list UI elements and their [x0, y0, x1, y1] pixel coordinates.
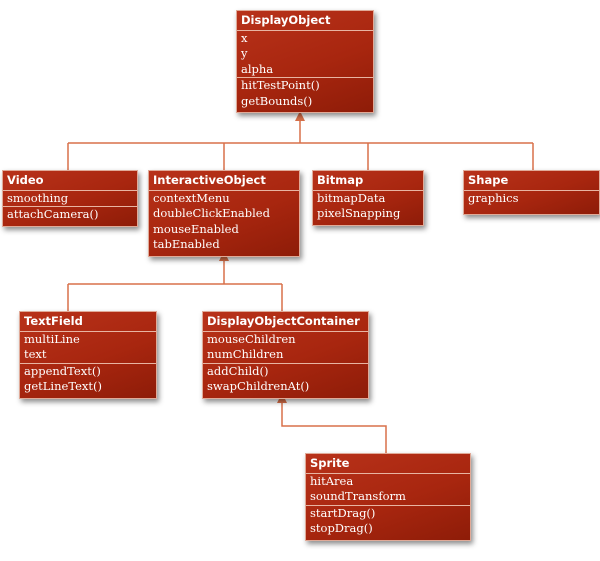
methods-section: addChild() swapChildrenAt(): [203, 362, 368, 398]
properties-section: multiLine text: [20, 332, 156, 363]
connector-interactiveobject-children: [67, 260, 283, 311]
properties-section: bitmapData pixelSnapping: [313, 191, 423, 225]
property: hitArea: [310, 473, 354, 488]
class-box-displayobject: DisplayObject x y alpha hitTestPoint() g…: [236, 10, 374, 113]
class-name: Shape: [464, 171, 599, 191]
methods-section: attachCamera(): [3, 206, 137, 226]
connector-container-sprite: [281, 402, 387, 453]
method: hitTestPoint(): [241, 78, 320, 92]
properties-section: contextMenu doubleClickEnabled mouseEnab…: [149, 191, 299, 256]
method: getBounds(): [241, 93, 313, 108]
property: text: [24, 347, 47, 361]
property: smoothing: [7, 190, 69, 205]
class-box-displayobjectcontainer: DisplayObjectContainer mouseChildren num…: [202, 311, 369, 399]
property: doubleClickEnabled: [153, 206, 270, 220]
class-name: InteractiveObject: [149, 171, 299, 191]
properties-section: hitArea soundTransform: [306, 474, 470, 505]
methods-section: startDrag() stopDrag(): [306, 504, 470, 540]
property: mouseChildren: [207, 331, 296, 346]
method: getLineText(): [24, 379, 102, 393]
class-name: TextField: [20, 312, 156, 332]
property: bitmapData: [317, 190, 386, 205]
class-name: Video: [3, 171, 137, 191]
method: stopDrag(): [310, 521, 373, 535]
property: alpha: [241, 61, 274, 76]
class-box-shape: Shape graphics: [463, 170, 600, 215]
method: startDrag(): [310, 505, 376, 520]
property: soundTransform: [310, 489, 406, 503]
class-name: DisplayObject: [237, 11, 373, 31]
class-box-interactiveobject: InteractiveObject contextMenu doubleClic…: [148, 170, 300, 257]
property: graphics: [468, 190, 519, 205]
methods-section: hitTestPoint() getBounds(): [237, 77, 373, 112]
class-name: Bitmap: [313, 171, 423, 191]
property: y: [241, 46, 248, 60]
connector-displayobject-children: [67, 120, 534, 170]
property: contextMenu: [153, 190, 230, 205]
property: numChildren: [207, 347, 284, 361]
class-box-sprite: Sprite hitArea soundTransform startDrag(…: [305, 453, 471, 541]
class-box-textfield: TextField multiLine text appendText() ge…: [19, 311, 157, 399]
arrowhead-displayobject: [295, 111, 305, 121]
property: x: [241, 30, 248, 45]
properties-section: smoothing: [3, 191, 137, 207]
method: appendText(): [24, 363, 101, 378]
property: pixelSnapping: [317, 206, 401, 220]
properties-section: x y alpha: [237, 31, 373, 78]
method: addChild(): [207, 363, 269, 378]
class-name: DisplayObjectContainer: [203, 312, 368, 332]
class-name: Sprite: [306, 454, 470, 474]
methods-section: appendText() getLineText(): [20, 362, 156, 398]
method: attachCamera(): [7, 207, 99, 221]
class-box-video: Video smoothing attachCamera(): [2, 170, 138, 227]
property: tabEnabled: [153, 237, 220, 251]
property: mouseEnabled: [153, 221, 239, 236]
class-box-bitmap: Bitmap bitmapData pixelSnapping: [312, 170, 424, 226]
property: multiLine: [24, 331, 80, 346]
properties-section: mouseChildren numChildren: [203, 332, 368, 363]
method: swapChildrenAt(): [207, 379, 310, 393]
properties-section: graphics: [464, 191, 599, 215]
